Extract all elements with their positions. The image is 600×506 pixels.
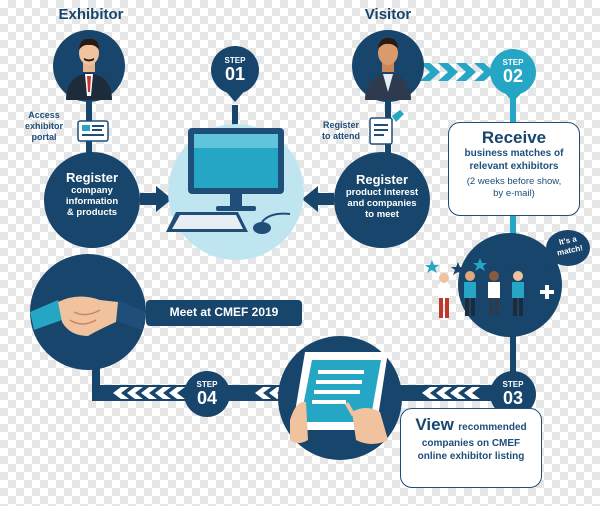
step2-badge [490, 49, 536, 102]
step4-label: STEP 04 [189, 380, 225, 408]
match-people-icon [425, 258, 524, 318]
step2-connector [510, 95, 516, 125]
receive-line1: business matches of [464, 148, 564, 159]
visitor-register-sub: product interest and companies to meet [345, 187, 419, 220]
step3-badge [490, 371, 536, 417]
visitor-register-circle [334, 152, 430, 248]
chevrons-to-step2 [420, 63, 494, 81]
step2-word: STEP [502, 58, 524, 67]
visitor-register-text: Register product interest and companies … [336, 172, 428, 220]
view-line2: companies on CMEF [421, 438, 521, 449]
step3-number: 03 [502, 388, 524, 408]
step1-number: 01 [224, 64, 246, 84]
view-line1: recommended [458, 422, 527, 433]
exhibitor-register-text: Register company information & products [50, 170, 134, 218]
star-icon [503, 258, 517, 271]
portal-card-icon [77, 120, 109, 142]
exhibitor-person-icon [66, 38, 112, 100]
step4-badge [184, 371, 230, 417]
handshake-icon [30, 296, 146, 336]
receive-box: Receive business matches of relevant exh… [448, 122, 580, 216]
star-icon [473, 258, 487, 271]
chevrons-step3-to-tablet [422, 387, 480, 399]
step1-badge [211, 46, 259, 102]
left-rail-up [92, 345, 100, 401]
match-speech-bubble [546, 230, 590, 272]
meet-banner-text: Meet at CMEF 2019 [169, 305, 279, 319]
receive-line2: relevant exhibitors [469, 161, 559, 172]
view-title: View [415, 415, 454, 434]
step1-label: STEP 01 [217, 56, 253, 84]
step2-number: 02 [502, 66, 524, 86]
exhibitor-register-sub: company information & products [65, 185, 119, 218]
tablet-icon [290, 352, 388, 444]
visitor-person-icon [365, 38, 411, 100]
view-box: View recommended companies on CMEF onlin… [400, 408, 542, 488]
view-line3: online exhibitor listing [417, 451, 525, 462]
star-icon [451, 262, 465, 275]
step1-connector [232, 105, 238, 135]
arrow-right-to-computer [140, 186, 172, 212]
chevrons-step4-left [113, 387, 185, 399]
step4-word: STEP [196, 380, 218, 389]
meet-banner [146, 300, 302, 326]
star-icon [425, 260, 439, 273]
visitor-title: Visitor [364, 6, 412, 23]
receive-connector [510, 215, 516, 235]
register-attend-label: Register to attend [322, 120, 360, 141]
step3-label: STEP 03 [495, 380, 531, 408]
exhibitor-register-title: Register [65, 170, 119, 185]
exhibitor-register-circle [44, 152, 140, 248]
match-connector [510, 330, 516, 375]
exhibitor-title: Exhibitor [58, 6, 124, 23]
view-heading: View recommended [401, 415, 541, 437]
match-circle [458, 233, 562, 337]
visitor-register-title: Register [355, 172, 409, 187]
receive-note: (2 weeks before show, by e-mail) [466, 176, 562, 199]
step3-word: STEP [502, 380, 524, 389]
form-pen-icon [369, 110, 404, 145]
computer-icon [166, 128, 291, 234]
access-portal-label: Access exhibitor portal [24, 110, 63, 142]
step4-number: 04 [196, 388, 218, 408]
arrow-left-to-computer [302, 186, 334, 212]
step2-label: STEP 02 [495, 58, 531, 86]
step1-word: STEP [224, 56, 246, 65]
receive-title: Receive [481, 128, 547, 147]
plus-icon [540, 285, 554, 299]
